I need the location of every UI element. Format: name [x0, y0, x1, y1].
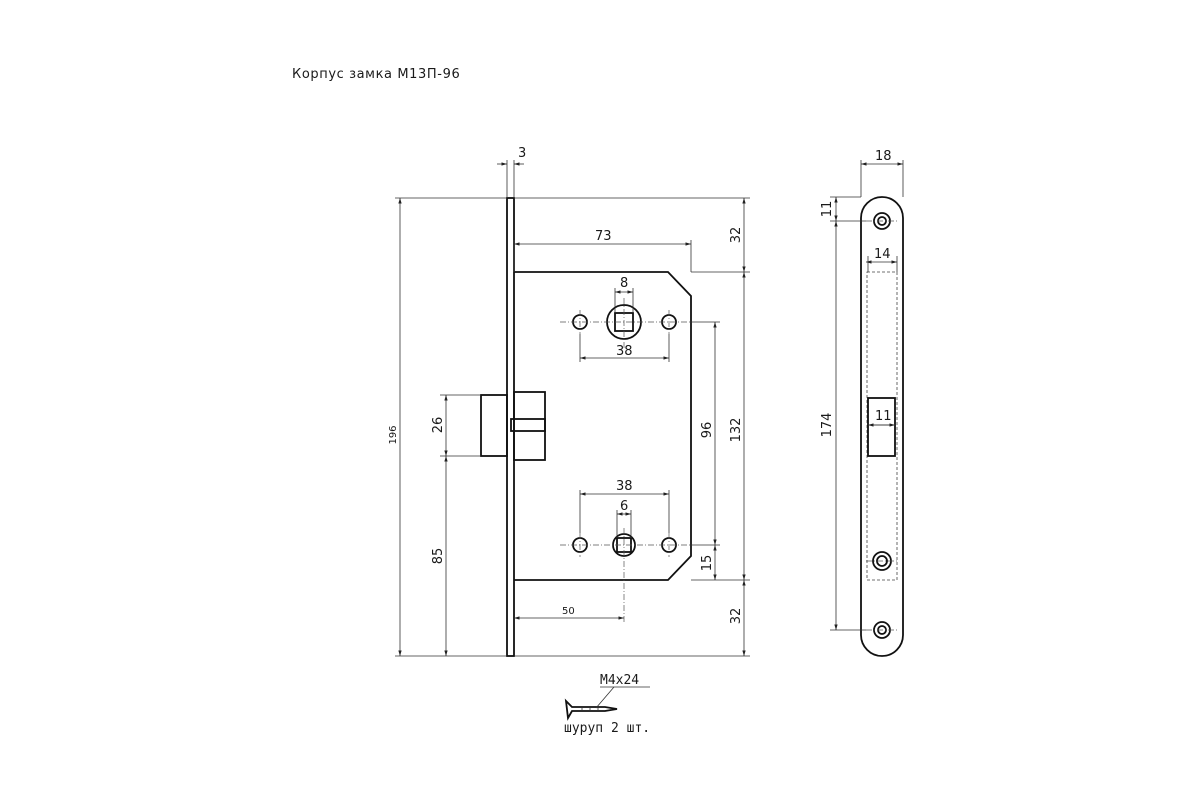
dim-backset-width: 73 [595, 229, 612, 244]
dim-total-height: 196 [388, 425, 399, 444]
dim-body-height: 132 [729, 418, 744, 443]
dim-handle-square: 8 [620, 276, 628, 291]
dim-backset: 50 [562, 606, 575, 617]
dim-top-offset: 32 [729, 227, 744, 244]
dim-center-distance: 96 [700, 422, 715, 439]
strike-plate [860, 196, 904, 657]
dim-plate-thickness: 3 [518, 146, 526, 161]
dim-hole-spacing: 174 [820, 413, 835, 438]
dim-lower-square: 6 [620, 499, 628, 514]
screw-size-label: М4х24 [600, 673, 639, 688]
dim-latch-height: 26 [431, 417, 446, 434]
dim-inner-width: 14 [874, 247, 891, 262]
lock-case [514, 271, 692, 581]
dim-handle-spacing: 38 [616, 344, 633, 359]
dim-hole-offset: 11 [820, 201, 835, 218]
screw-caption: шуруп 2 шт. [564, 721, 650, 736]
drawing-title: Корпус замка М13П-96 [292, 67, 460, 82]
screw-callout: М4х24 шуруп 2 шт. [564, 673, 650, 736]
dim-latch-slot: 11 [875, 409, 892, 424]
latch-slot [867, 397, 896, 457]
side-view: 18 14 11 11 174 [820, 149, 904, 657]
dim-plate-width: 18 [875, 149, 892, 164]
dim-bottom-offset: 32 [729, 608, 744, 625]
latch-mechanism [513, 391, 546, 461]
dim-latch-position: 85 [431, 548, 446, 565]
screw-icon [564, 698, 618, 721]
front-view: 3 73 8 38 38 6 50 196 26 85 32 132 32 96… [388, 146, 750, 657]
dim-lower-offset: 15 [700, 555, 715, 572]
latch-tongue [510, 418, 546, 432]
dim-lower-spacing: 38 [616, 479, 633, 494]
latch-bolt [480, 394, 508, 457]
strike-inner-outline [866, 271, 898, 581]
